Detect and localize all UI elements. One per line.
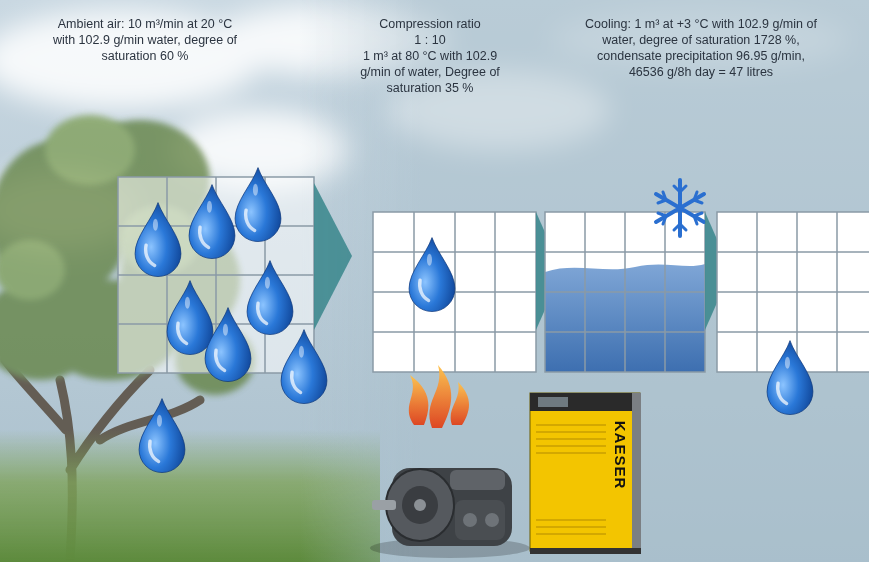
brand-name: KAESER: [612, 421, 628, 490]
stage-heading: Compression ratio: [355, 16, 505, 32]
compression-note: 1 m³ at 80 °C with 102.9 g/min of water,…: [348, 48, 512, 96]
ratio-value: 1 : 10: [355, 32, 505, 48]
cooling-note: Cooling: 1 m³ at +3 °C with 102.9 g/min …: [585, 16, 817, 80]
inlet-note: Ambient air: 10 m³/min at 20 °C with 102…: [45, 16, 245, 64]
